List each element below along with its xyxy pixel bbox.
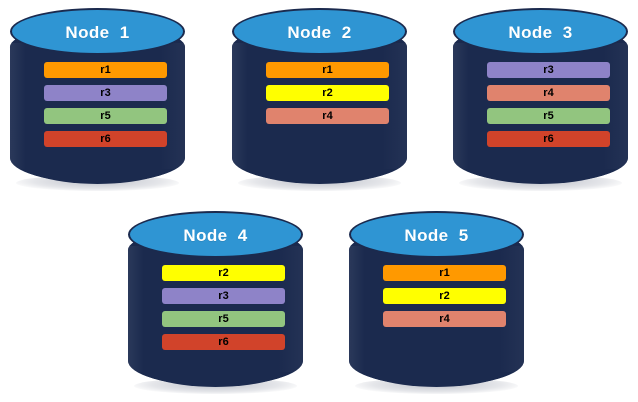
record-bar: r3	[487, 62, 610, 78]
database-node-cylinder: Node 3 r3 r4 r5 r6	[451, 5, 630, 191]
record-label: r3	[100, 86, 111, 99]
record-label: r2	[218, 266, 229, 279]
database-node-cylinder: Node 2 r1 r2 r4	[230, 5, 409, 191]
record-bar: r1	[266, 62, 389, 78]
node-label: Node 5	[404, 226, 469, 245]
cylinder-top-disc: Node 4	[128, 211, 303, 258]
record-label: r2	[439, 289, 450, 302]
cylinder-top-disc: Node 3	[453, 8, 628, 55]
record-bar: r2	[383, 288, 506, 304]
record-stack: r1 r2 r4	[383, 265, 506, 334]
record-label: r4	[439, 312, 450, 325]
node-label: Node 2	[287, 23, 352, 42]
record-bar: r5	[487, 108, 610, 124]
database-node-cylinder: Node 4 r2 r3 r5 r6	[126, 208, 305, 394]
record-bar: r4	[487, 85, 610, 101]
record-label: r3	[543, 63, 554, 76]
record-label: r3	[218, 289, 229, 302]
record-label: r4	[322, 109, 333, 122]
record-stack: r3 r4 r5 r6	[487, 62, 610, 154]
cylinder-top-disc: Node 2	[232, 8, 407, 55]
record-bar: r6	[44, 131, 167, 147]
record-bar: r1	[44, 62, 167, 78]
record-bar: r6	[487, 131, 610, 147]
record-bar: r5	[44, 108, 167, 124]
record-bar: r4	[383, 311, 506, 327]
record-label: r4	[543, 86, 554, 99]
cylinder-top-disc: Node 1	[10, 8, 185, 55]
record-bar: r2	[162, 265, 285, 281]
record-label: r2	[322, 86, 333, 99]
record-bar: r3	[44, 85, 167, 101]
cylinder-top-disc: Node 5	[349, 211, 524, 258]
node-label: Node 1	[65, 23, 130, 42]
record-stack: r2 r3 r5 r6	[162, 265, 285, 357]
record-stack: r1 r2 r4	[266, 62, 389, 131]
record-label: r1	[100, 63, 111, 76]
database-node-cylinder: Node 5 r1 r2 r4	[347, 208, 526, 394]
record-label: r6	[100, 132, 111, 145]
record-label: r6	[543, 132, 554, 145]
record-bar: r1	[383, 265, 506, 281]
record-label: r6	[218, 335, 229, 348]
record-bar: r2	[266, 85, 389, 101]
record-label: r5	[218, 312, 229, 325]
record-label: r5	[100, 109, 111, 122]
record-label: r1	[322, 63, 333, 76]
record-stack: r1 r3 r5 r6	[44, 62, 167, 154]
record-label: r1	[439, 266, 450, 279]
record-bar: r6	[162, 334, 285, 350]
record-bar: r4	[266, 108, 389, 124]
node-label: Node 4	[183, 226, 248, 245]
node-label: Node 3	[508, 23, 573, 42]
record-bar: r5	[162, 311, 285, 327]
database-node-cylinder: Node 1 r1 r3 r5 r6	[8, 5, 187, 191]
record-bar: r3	[162, 288, 285, 304]
record-label: r5	[543, 109, 554, 122]
